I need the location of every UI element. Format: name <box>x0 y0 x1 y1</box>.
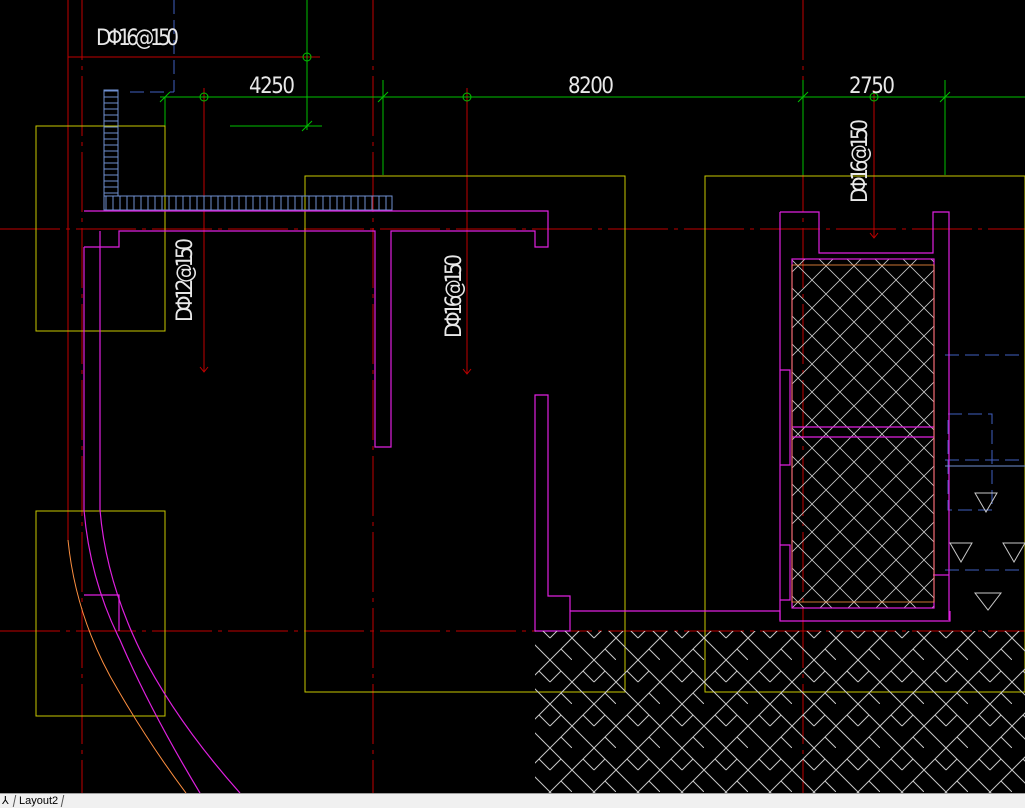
rebar-label-top-left: DΦ16@150 <box>96 26 179 51</box>
tab-layout2[interactable]: Layout2 <box>12 795 65 807</box>
walls <box>83 210 951 793</box>
curved-boundary <box>67 539 187 793</box>
dimension-lines <box>159 0 1025 175</box>
layout-tab-bar: ⅄ Layout2 <box>0 793 1025 808</box>
rebar-label-middle-vertical: DΦ16@150 <box>442 254 467 338</box>
dimension-text-8200: 8200 <box>568 74 614 99</box>
dimension-text-4250: 4250 <box>249 74 295 99</box>
rebar-bundle-horizontal <box>103 195 393 211</box>
tab-nav-arrow-icon[interactable]: ⅄ <box>2 795 9 807</box>
rebar-lines <box>68 52 879 375</box>
rebar-label-right-vertical: DΦ16@150 <box>848 119 873 203</box>
rebar-bundle-vertical <box>103 89 119 197</box>
dashed-lines <box>130 0 1025 571</box>
dimension-text-2750: 2750 <box>849 74 895 99</box>
elevation-markers <box>945 465 1025 611</box>
ground-hatch <box>535 631 1025 793</box>
rebar-label-left-vertical: DΦ12@150 <box>173 238 198 322</box>
column-hatch <box>791 258 935 609</box>
tab-layout2-label: Layout2 <box>19 795 59 807</box>
